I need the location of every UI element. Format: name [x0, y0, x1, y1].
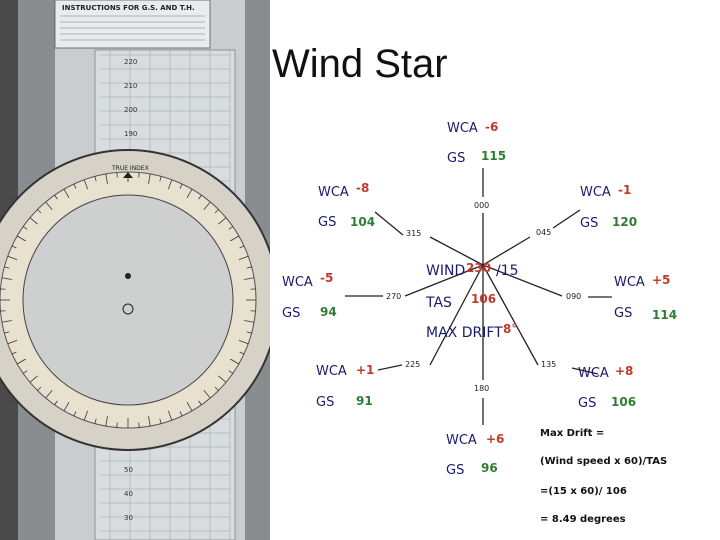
leader-northeast — [553, 210, 580, 228]
e-gs-label: GS — [614, 306, 632, 321]
n-wca-label: WCA — [447, 121, 478, 136]
s-gs-value: 96 — [481, 461, 498, 475]
w-gs-label: GS — [282, 306, 300, 321]
wind-label: WIND — [426, 263, 465, 279]
wind-speed-value: /15 — [496, 263, 519, 279]
sw-gs-value: 91 — [356, 394, 373, 408]
w-wca-value: -5 — [320, 271, 333, 285]
sw-gs-label: GS — [316, 395, 334, 410]
max-drift-value: 8° — [503, 322, 517, 336]
se-gs-value: 106 — [611, 395, 636, 409]
slide-scale-label: 40 — [124, 490, 133, 498]
slide-scale-label: 190 — [124, 130, 137, 138]
e-gs-value: 114 — [652, 308, 677, 322]
s-wca-value: +6 — [486, 432, 504, 446]
nw-wca-label: WCA — [318, 185, 349, 200]
star-line-southwest — [430, 265, 483, 365]
dir-180: 180 — [474, 384, 489, 393]
dir-135: 135 — [541, 360, 556, 369]
dir-225: 225 — [405, 360, 420, 369]
slide-scale-label: 210 — [124, 82, 137, 90]
n-gs-value: 115 — [481, 149, 506, 163]
e-wca-value: +5 — [652, 273, 670, 287]
nw-gs-value: 104 — [350, 215, 375, 229]
formula-line-4: = 8.49 degrees — [540, 514, 626, 525]
ne-gs-label: GS — [580, 216, 598, 231]
wind-face-inner-disc — [23, 195, 233, 405]
true-index-label: TRUE INDEX — [111, 165, 149, 172]
w-gs-value: 94 — [320, 305, 337, 319]
star-line-southeast — [483, 265, 538, 365]
max-drift-label: MAX DRIFT — [426, 325, 503, 341]
slide-scale-label: 30 — [124, 514, 133, 522]
se-gs-label: GS — [578, 396, 596, 411]
slide-title: Wind Star — [272, 42, 448, 87]
slide-scale-label: 220 — [124, 58, 137, 66]
sw-wca-label: WCA — [316, 364, 347, 379]
se-wca-label: WCA — [578, 366, 609, 381]
dir-000: 000 — [474, 201, 489, 210]
dir-090: 090 — [566, 292, 581, 301]
se-wca-value: +8 — [615, 364, 633, 378]
grommet-dot — [125, 273, 131, 279]
sw-wca-value: +1 — [356, 363, 374, 377]
ne-wca-value: -1 — [618, 183, 631, 197]
formula-line-3: =(15 x 60)/ 106 — [540, 486, 627, 497]
leader-southwest — [378, 365, 402, 370]
nw-gs-label: GS — [318, 215, 336, 230]
dir-045: 045 — [536, 228, 551, 237]
tas-label: TAS — [426, 295, 452, 311]
leader-northwest — [375, 212, 403, 235]
ne-gs-value: 120 — [612, 215, 637, 229]
n-wca-value: -6 — [485, 120, 498, 134]
slide-scale-label: 200 — [124, 106, 137, 114]
e-wca-label: WCA — [614, 275, 645, 290]
nw-wca-value: -8 — [356, 181, 369, 195]
ne-wca-label: WCA — [580, 185, 611, 200]
n-gs-label: GS — [447, 151, 465, 166]
tas-value: 106 — [471, 292, 496, 306]
dir-315: 315 — [406, 229, 421, 238]
w-wca-label: WCA — [282, 275, 313, 290]
e6b-flight-computer-image: INSTRUCTIONS FOR G.S. AND T.H. 220 210 200… — [0, 0, 270, 540]
formula-line-1: Max Drift = — [540, 428, 604, 439]
instructions-title: INSTRUCTIONS FOR G.S. AND T.H. — [62, 4, 195, 12]
s-wca-label: WCA — [446, 433, 477, 448]
wind-direction-value: 230 — [466, 261, 491, 275]
s-gs-label: GS — [446, 463, 464, 478]
dir-270: 270 — [386, 292, 401, 301]
slide-scale-label: 50 — [124, 466, 133, 474]
formula-line-2: (Wind speed x 60)/TAS — [540, 456, 667, 467]
